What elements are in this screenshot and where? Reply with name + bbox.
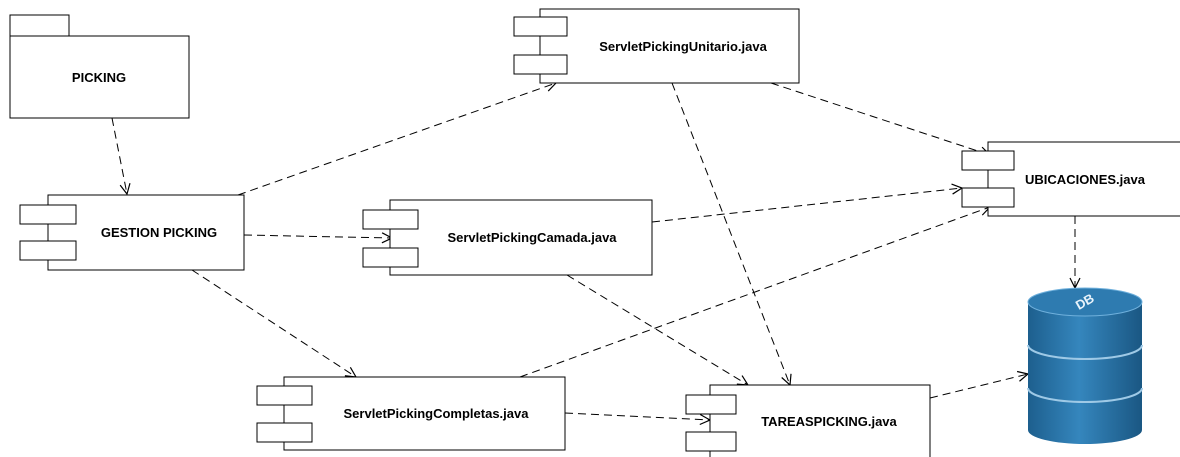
- package-body: [9, 35, 190, 119]
- component-port-top: [256, 385, 313, 406]
- component-port-top: [685, 394, 737, 415]
- component-port-top: [19, 204, 77, 225]
- dependency-completas-tareas: [564, 412, 710, 420]
- component-port-bottom: [256, 422, 313, 443]
- database-body: [1028, 302, 1142, 444]
- dependency-tareas-db: [929, 374, 1028, 399]
- component-label: UBICACIONES.java: [1025, 172, 1146, 187]
- component-label: GESTION PICKING: [101, 225, 217, 240]
- component-gestion-picking[interactable]: GESTION PICKING: [19, 194, 245, 271]
- package-tab: [9, 14, 70, 37]
- database-top: [1027, 287, 1143, 317]
- component-ubicaciones[interactable]: UBICACIONES.java: [961, 141, 1180, 217]
- component-port-top: [513, 16, 568, 37]
- component-servlet-picking-camada[interactable]: ServletPickingCamada.java: [362, 199, 653, 276]
- component-body: [539, 8, 800, 84]
- dependency-camada-ubicaciones: [651, 188, 962, 223]
- component-servlet-picking-unitario[interactable]: ServletPickingUnitario.java: [513, 8, 800, 84]
- dependency-gestion-camada: [243, 235, 392, 238]
- dependency-picking-gestion: [111, 117, 127, 194]
- dependency-unitario-ubicaciones: [770, 82, 990, 155]
- component-label: ServletPickingUnitario.java: [599, 39, 767, 54]
- dependency-completas-ubicaciones: [519, 207, 990, 378]
- component-port-bottom: [961, 187, 1015, 208]
- dependency-camada-tareas: [566, 274, 748, 385]
- dependency-gestion-completas: [191, 269, 356, 377]
- component-body: [709, 384, 931, 457]
- component-port-top: [362, 209, 419, 230]
- component-tareaspicking[interactable]: TAREASPICKING.java: [685, 384, 931, 457]
- dependency-unitario-tareas: [671, 82, 790, 385]
- package-picking[interactable]: PICKING: [9, 14, 190, 119]
- component-port-bottom: [685, 431, 737, 452]
- dependency-gestion-unitario: [237, 83, 556, 196]
- component-port-bottom: [362, 247, 419, 268]
- component-port-bottom: [513, 54, 568, 75]
- component-body: [283, 376, 566, 451]
- dependency-arrows: [111, 82, 1075, 420]
- database-ring-2: [1027, 387, 1143, 403]
- component-label: ServletPickingCamada.java: [447, 230, 617, 245]
- component-servlet-picking-completas[interactable]: ServletPickingCompletas.java: [256, 376, 566, 451]
- database-icon[interactable]: DB: [1027, 287, 1143, 444]
- package-label: PICKING: [72, 70, 126, 85]
- component-label: ServletPickingCompletas.java: [344, 406, 530, 421]
- component-port-top: [961, 150, 1015, 171]
- component-body: [987, 141, 1180, 217]
- database-ring-1: [1027, 344, 1143, 360]
- component-body: [389, 199, 653, 276]
- component-label: TAREASPICKING.java: [761, 414, 897, 429]
- component-body: [47, 194, 245, 271]
- component-port-bottom: [19, 240, 77, 261]
